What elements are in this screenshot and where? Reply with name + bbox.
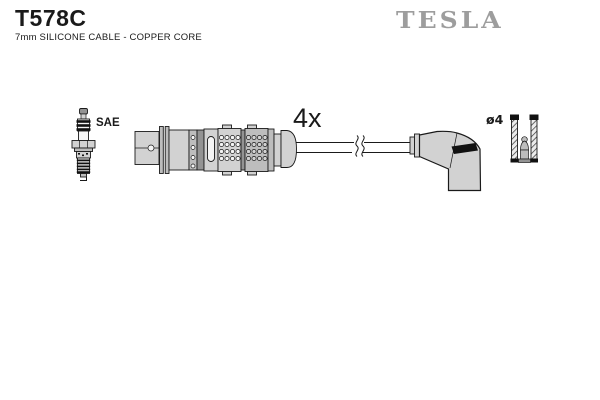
terminal-sleeve-cross-section [510,114,539,163]
spark-plug-icon [71,108,96,181]
part-number: T578C [15,5,87,31]
diameter-label: ø4 [486,112,504,127]
product-subtitle: 7mm SILICONE CABLE - COPPER CORE [15,32,202,43]
quantity-label: 4x [293,103,322,133]
bullet-terminal [518,136,531,163]
vent-hole-grid-left [219,135,241,161]
brand-logo: TESLA [396,7,504,34]
angled-plug-boot [409,130,482,192]
boot-contact-stripe [451,143,478,154]
vent-hole-grid-right [246,135,268,161]
cable-break-symbol [355,135,365,157]
ignition-cable [296,135,411,157]
coil-end-connector [134,124,297,176]
sae-label: SAE [96,117,120,129]
